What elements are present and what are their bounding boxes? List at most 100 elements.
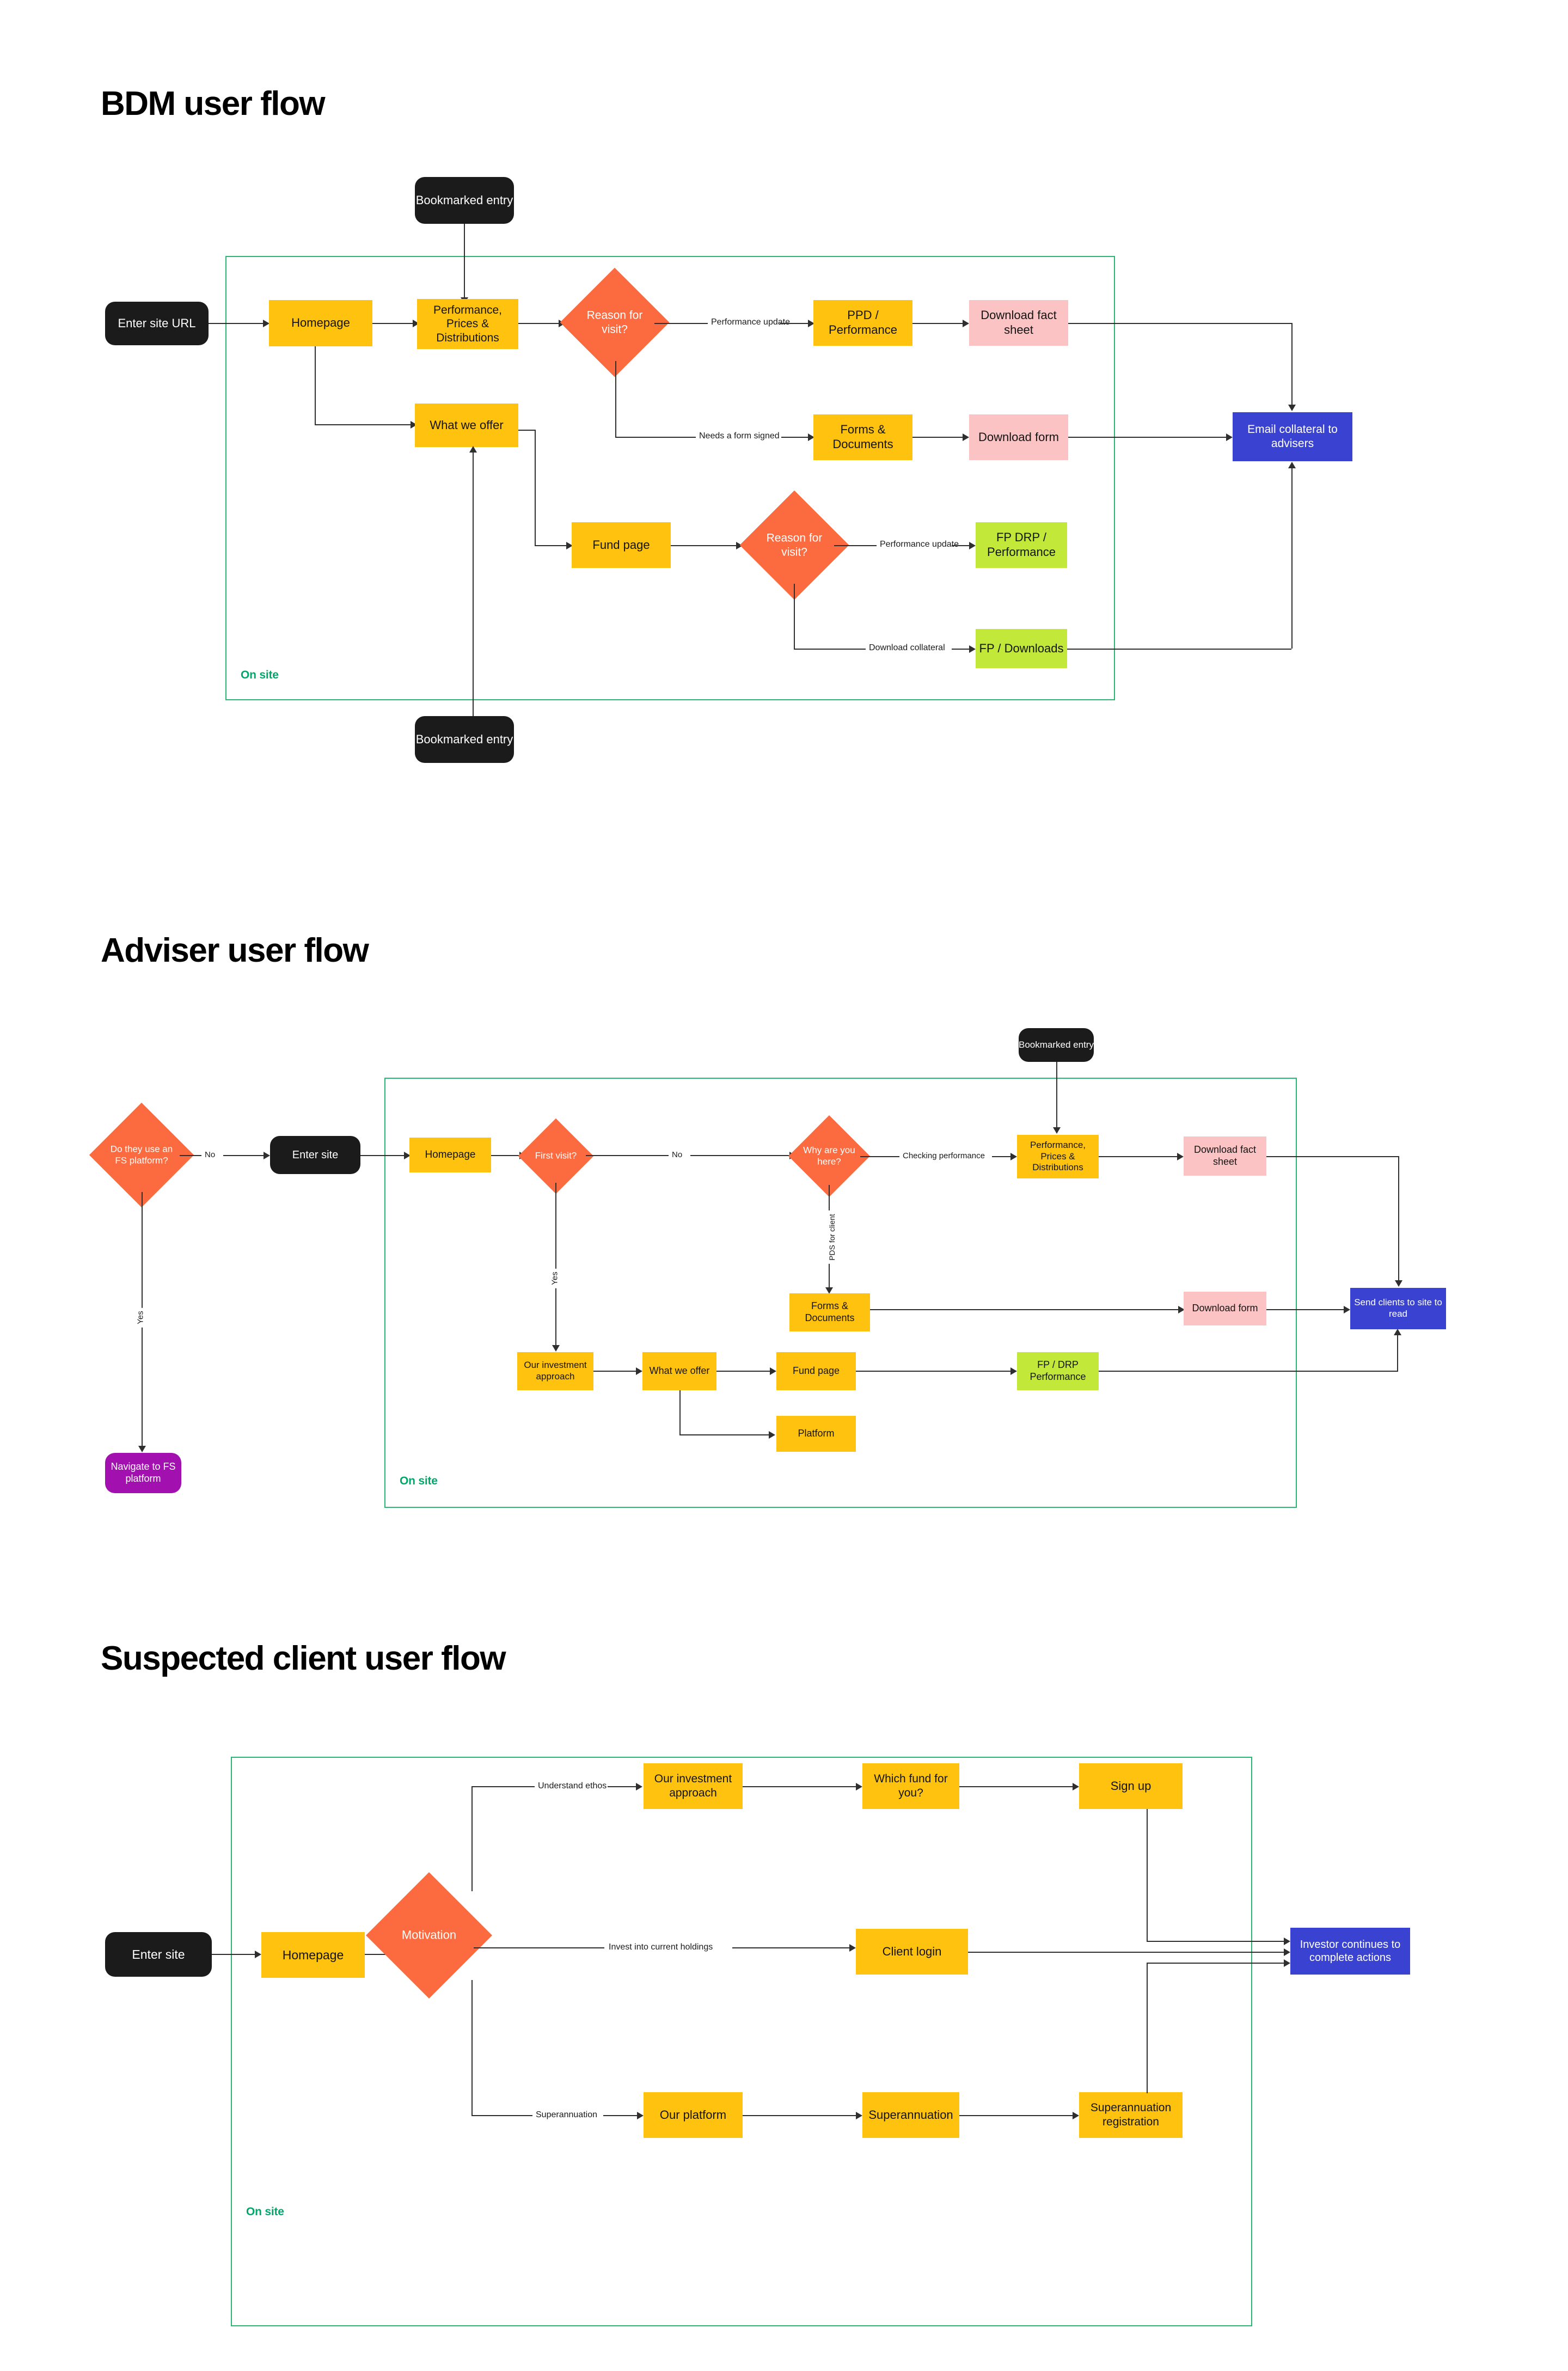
arrow-head: [769, 1431, 775, 1439]
connector: [315, 346, 316, 425]
connector: [968, 1952, 1288, 1953]
arrow-head: [856, 1783, 862, 1791]
arrow-head: [849, 1944, 856, 1952]
node-investor-continues[interactable]: Investor continues to complete actions: [1290, 1928, 1410, 1975]
node-label: Reason for visit?: [766, 531, 823, 558]
node-homepage[interactable]: Homepage: [269, 300, 372, 346]
connector: [372, 323, 417, 324]
arrow-head: [1010, 1153, 1017, 1160]
node-enter-site-suspected[interactable]: Enter site: [105, 1932, 212, 1977]
arrow-head: [1288, 405, 1296, 411]
connector: [1147, 1941, 1288, 1942]
node-ppd[interactable]: Performance, Prices & Distributions: [417, 299, 518, 349]
connector: [870, 1309, 1183, 1310]
node-superannuation-registration[interactable]: Superannuation registration: [1079, 2092, 1183, 2138]
connector: [491, 1155, 524, 1156]
arrow-head: [1284, 1948, 1290, 1956]
edge-label-understand-ethos: Understand ethos: [535, 1782, 610, 1791]
arrow-head: [1395, 1280, 1402, 1287]
node-download-fact-sheet-adviser[interactable]: Download fact sheet: [1184, 1136, 1266, 1176]
arrow-head: [1344, 1306, 1350, 1313]
connector: [1068, 437, 1230, 438]
connector: [1147, 1963, 1148, 2093]
node-navigate-to-fs-platform[interactable]: Navigate to FS platform: [105, 1453, 181, 1493]
edge-label-download-collateral: Download collateral: [866, 644, 948, 652]
edge-label-needs-form-signed: Needs a form signed: [696, 432, 783, 441]
node-fund-page-adviser[interactable]: Fund page: [776, 1352, 856, 1390]
arrow-head: [1053, 1127, 1061, 1134]
node-download-form-adviser[interactable]: Download form: [1184, 1292, 1266, 1325]
node-enter-site-adviser[interactable]: Enter site: [270, 1136, 360, 1174]
node-fp-drp-performance[interactable]: FP DRP / Performance: [976, 522, 1067, 568]
onsite-label-bdm: On site: [241, 669, 279, 681]
edge-label-performance-update-1: Performance update: [708, 318, 793, 327]
arrow-head: [1394, 1329, 1401, 1335]
edge-label-superannuation: Superannuation: [532, 2111, 601, 2119]
connector: [780, 323, 812, 324]
node-fund-page[interactable]: Fund page: [572, 522, 671, 568]
node-label: Do they use an FS platform?: [110, 1144, 173, 1165]
node-forms-documents-adviser[interactable]: Forms & Documents: [789, 1293, 870, 1331]
node-sign-up[interactable]: Sign up: [1079, 1763, 1183, 1809]
node-what-we-offer[interactable]: What we offer: [415, 404, 518, 447]
connector: [1068, 323, 1293, 324]
connector: [1398, 1156, 1399, 1281]
node-email-collateral[interactable]: Email collateral to advisers: [1233, 412, 1352, 461]
arrow-head: [808, 320, 814, 327]
node-fp-downloads[interactable]: FP / Downloads: [976, 629, 1067, 668]
node-homepage-adviser[interactable]: Homepage: [409, 1138, 491, 1172]
connector: [464, 224, 465, 297]
node-what-we-offer-adviser[interactable]: What we offer: [642, 1352, 716, 1390]
arrow-head: [1177, 1153, 1184, 1160]
connector: [1291, 468, 1293, 649]
connector: [1266, 1309, 1348, 1310]
node-bookmarked-entry-bottom[interactable]: Bookmarked entry: [415, 716, 514, 763]
node-ppd-performance[interactable]: PPD / Performance: [813, 300, 912, 346]
arrow-head: [264, 1152, 270, 1159]
onsite-container-suspected: [231, 1757, 1252, 2326]
node-ppd-adviser[interactable]: Performance, Prices & Distributions: [1017, 1135, 1099, 1178]
node-download-fact-sheet[interactable]: Download fact sheet: [969, 300, 1068, 346]
arrow-head: [969, 542, 976, 549]
node-forms-documents[interactable]: Forms & Documents: [813, 414, 912, 460]
node-homepage-suspected[interactable]: Homepage: [261, 1932, 365, 1978]
connector: [1147, 1963, 1288, 1964]
connector: [781, 437, 811, 438]
node-label: Motivation: [401, 1928, 457, 1942]
connector: [535, 430, 536, 545]
node-platform-adviser[interactable]: Platform: [776, 1416, 856, 1452]
node-bookmarked-entry-adviser[interactable]: Bookmarked entry: [1019, 1028, 1094, 1062]
node-fp-drp-performance-adviser[interactable]: FP / DRP Performance: [1017, 1352, 1099, 1390]
connector: [912, 323, 967, 324]
connector: [1099, 1156, 1181, 1157]
arrow-head: [963, 433, 969, 441]
connector: [471, 1980, 473, 2116]
connector: [743, 1786, 860, 1787]
edge-label-pds-for-client: PDS for client: [828, 1211, 836, 1264]
onsite-label-adviser: On site: [400, 1475, 438, 1487]
arrow-head: [1178, 1306, 1185, 1313]
arrow-head: [1284, 1959, 1290, 1967]
node-our-platform[interactable]: Our platform: [644, 2092, 743, 2138]
node-superannuation[interactable]: Superannuation: [862, 2092, 959, 2138]
connector: [474, 1947, 604, 1948]
arrow-head: [1010, 1367, 1017, 1375]
node-our-investment-approach-adviser[interactable]: Our investment approach: [517, 1352, 593, 1390]
connector: [223, 1155, 268, 1156]
connector: [608, 1786, 640, 1787]
connector: [615, 361, 616, 437]
node-download-form[interactable]: Download form: [969, 414, 1068, 460]
arrow-head: [1073, 1783, 1079, 1791]
node-label: First visit?: [535, 1150, 577, 1161]
node-enter-site-url[interactable]: Enter site URL: [105, 302, 209, 345]
connector: [992, 1156, 1015, 1157]
node-which-fund-for-you[interactable]: Which fund for you?: [862, 1763, 959, 1809]
node-client-login[interactable]: Client login: [856, 1929, 968, 1975]
node-send-clients-to-site[interactable]: Send clients to site to read: [1350, 1288, 1446, 1329]
connector: [615, 437, 713, 438]
connector: [535, 545, 569, 546]
node-our-investment-approach-suspected[interactable]: Our investment approach: [644, 1763, 743, 1809]
arrow-head: [255, 1951, 261, 1958]
node-bookmarked-entry-top[interactable]: Bookmarked entry: [415, 177, 514, 224]
connector: [679, 1390, 681, 1435]
